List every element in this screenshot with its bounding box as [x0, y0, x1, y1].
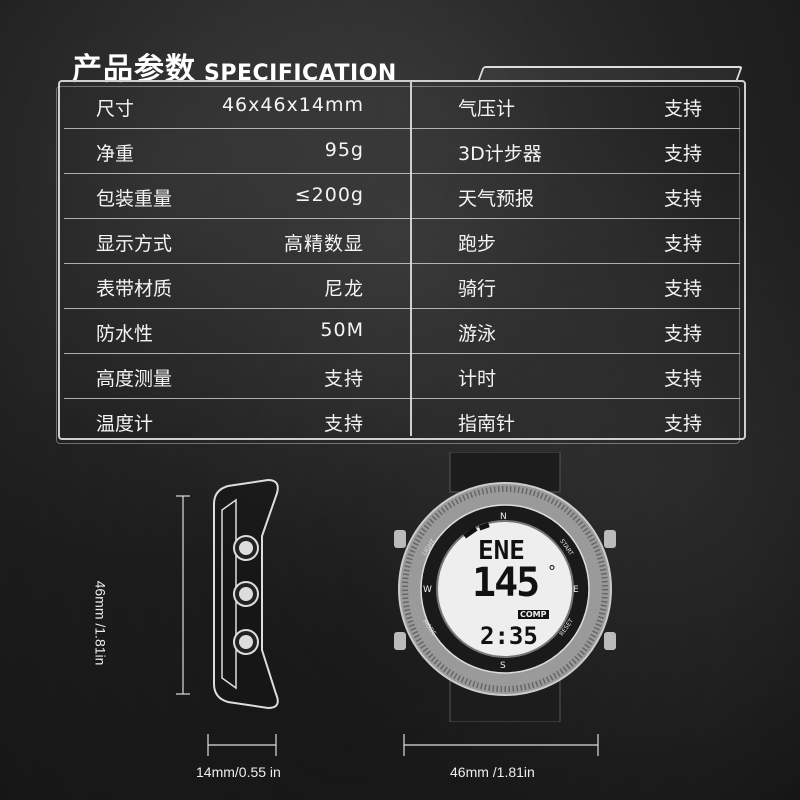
width-dimension-label: 46mm /1.81in — [450, 764, 535, 780]
spec-row: 尺寸 46x46x14mm 气压计 支持 — [64, 84, 740, 129]
button-light[interactable] — [394, 530, 406, 548]
bezel-s-label: S — [500, 661, 506, 671]
height-dimension-marker — [176, 495, 190, 695]
width-dimension-marker — [403, 734, 599, 756]
spec-label: 尺寸 — [96, 98, 135, 120]
watch-front-view — [394, 452, 616, 722]
spec-value: 95g — [324, 139, 364, 161]
spec-label: 包装重量 — [96, 188, 173, 210]
spec-table: 尺寸 46x46x14mm 气压计 支持 净重 95g 3D计步器 支持 包装重… — [64, 84, 740, 443]
spec-value: 支持 — [663, 323, 702, 345]
button-reset[interactable] — [604, 632, 616, 650]
spec-value: 50M — [320, 319, 364, 341]
side-profile — [213, 478, 279, 710]
bezel-n-label: N — [500, 512, 507, 522]
lcd-mode-tag: COMP — [518, 610, 549, 619]
spec-row: 净重 95g 3D计步器 支持 — [64, 129, 740, 174]
spec-label: 3D计步器 — [458, 143, 542, 165]
spec-value: 支持 — [323, 368, 364, 390]
button-mode[interactable] — [394, 632, 406, 650]
spec-row: 表带材质 尼龙 骑行 支持 — [64, 264, 740, 309]
lcd-direction: ENE — [478, 536, 525, 566]
spec-value: 支持 — [663, 188, 702, 210]
spec-label: 气压计 — [458, 98, 516, 120]
spec-value: 高精数显 — [283, 233, 364, 255]
watch-side-view — [176, 478, 599, 756]
spec-label: 表带材质 — [96, 278, 173, 300]
lcd-degree-symbol: ° — [548, 562, 556, 581]
spec-label: 游泳 — [458, 323, 497, 345]
lcd-degrees: 145 — [472, 560, 540, 606]
bezel-w-label: W — [423, 585, 432, 595]
lcd-time: 2:35 — [480, 622, 538, 650]
spec-row: 防水性 50M 游泳 支持 — [64, 309, 740, 354]
spec-column-divider — [410, 82, 412, 436]
spec-row: 温度计 支持 指南针 支持 — [64, 399, 740, 443]
spec-value: 支持 — [663, 233, 702, 255]
spec-value: 支持 — [663, 143, 702, 165]
spec-label: 跑步 — [458, 233, 497, 255]
spec-label: 骑行 — [458, 278, 497, 300]
thickness-dimension-marker — [207, 734, 277, 756]
spec-value: 支持 — [663, 278, 702, 300]
spec-value: 尼龙 — [323, 278, 364, 300]
spec-value: 支持 — [663, 413, 702, 435]
bezel-e-label: E — [573, 585, 579, 595]
spec-value: 46x46x14mm — [221, 94, 364, 116]
spec-label: 计时 — [458, 368, 497, 390]
height-dimension-label: 46mm /1.81in — [92, 580, 109, 666]
spec-row: 显示方式 高精数显 跑步 支持 — [64, 219, 740, 264]
spec-label: 温度计 — [96, 413, 154, 435]
spec-value: 支持 — [663, 368, 702, 390]
spec-label: 显示方式 — [96, 233, 173, 255]
spec-label: 指南针 — [458, 413, 516, 435]
spec-label: 高度测量 — [96, 368, 173, 390]
thickness-dimension-label: 14mm/0.55 in — [196, 764, 281, 780]
spec-label: 净重 — [96, 143, 135, 165]
button-start[interactable] — [604, 530, 616, 548]
spec-value: 支持 — [663, 98, 702, 120]
spec-row: 高度测量 支持 计时 支持 — [64, 354, 740, 399]
knurled-ring — [402, 486, 608, 692]
spec-value: ≤200g — [294, 184, 364, 206]
spec-row: 包装重量 ≤200g 天气预报 支持 — [64, 174, 740, 219]
spec-value: 支持 — [323, 413, 364, 435]
lcd-screen — [436, 520, 574, 658]
spec-label: 防水性 — [96, 323, 154, 345]
spec-label: 天气预报 — [458, 188, 535, 210]
